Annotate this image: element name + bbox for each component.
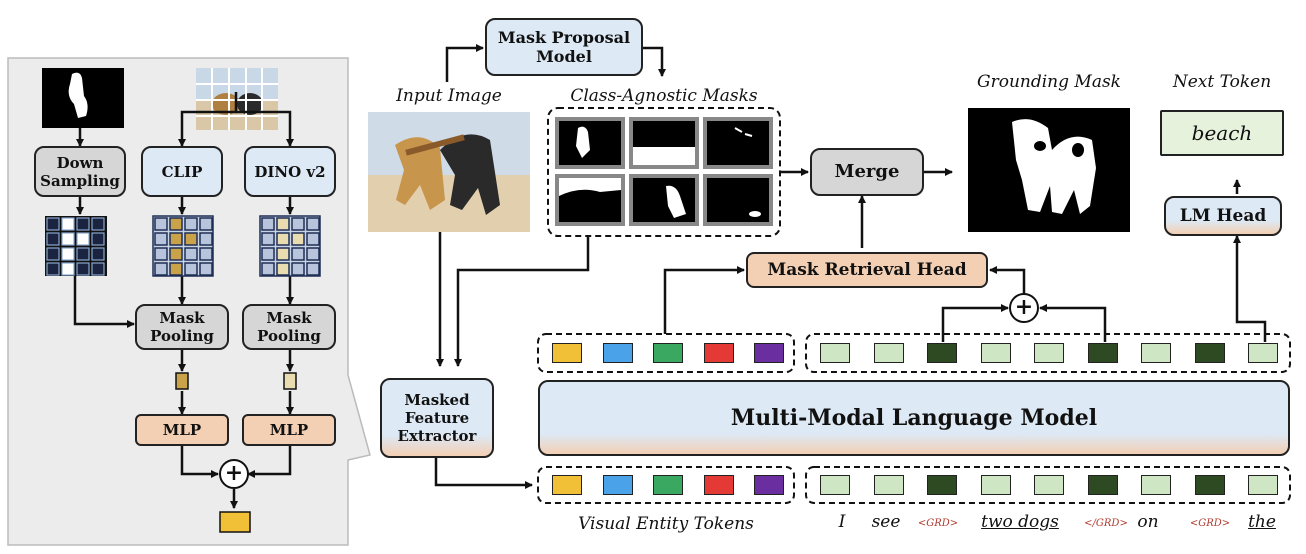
text-token-top-1 xyxy=(820,343,850,363)
mask-retrieval-head-box: Mask Retrieval Head xyxy=(746,252,988,288)
next-token-box: beach xyxy=(1160,110,1284,156)
sentence-token-2: see xyxy=(871,512,901,532)
sentence-token-5: </GRD> xyxy=(1084,518,1128,529)
pooled-feature-dino xyxy=(283,372,297,390)
text-token-bottom-9 xyxy=(1248,475,1278,495)
text-token-top-5 xyxy=(1034,343,1064,363)
entity-token-top-2 xyxy=(602,343,633,363)
plus-circle-left xyxy=(219,459,249,489)
text-token-top-3 xyxy=(927,343,957,363)
visual-entity-tokens-label: Visual Entity Tokens xyxy=(578,514,754,534)
entity-token-top-1 xyxy=(552,343,582,363)
input-image xyxy=(368,112,530,232)
dino-feature-grid xyxy=(259,215,321,277)
grounding-mask-image xyxy=(968,108,1130,232)
pooled-feature-clip xyxy=(175,372,189,390)
next-token-label: Next Token xyxy=(1172,72,1272,92)
text-token-bottom-1 xyxy=(820,475,850,495)
text-token-group-top xyxy=(805,333,1291,373)
left-panel-background xyxy=(7,57,371,546)
multi-modal-language-model-box: Multi-Modal Language Model xyxy=(538,380,1290,456)
sentence-token-4: two dogs xyxy=(981,512,1059,532)
mask-pooling-box-dino: Mask Pooling xyxy=(242,304,336,350)
sentence-token-1: I xyxy=(838,512,846,532)
text-token-top-6 xyxy=(1087,343,1118,363)
text-token-bottom-2 xyxy=(873,475,904,495)
text-token-top-8 xyxy=(1194,343,1225,363)
sentence-token-8: the xyxy=(1248,512,1276,532)
mlp-box-dino: MLP xyxy=(242,414,336,446)
mlp-box-clip: MLP xyxy=(135,414,229,446)
masked-feature-extractor-box: Masked Feature Extractor xyxy=(380,378,494,458)
class-agnostic-masks-group xyxy=(547,107,781,237)
dino-encoder-box: DINO v2 xyxy=(244,146,336,197)
entity-token-top-4 xyxy=(703,343,734,363)
entity-token-top-3 xyxy=(653,343,683,363)
mask-proposal-model-box: Mask Proposal Model xyxy=(485,18,643,76)
entity-token-bottom-3 xyxy=(653,475,683,495)
lm-head-box: LM Head xyxy=(1164,196,1282,236)
plus-circle-right xyxy=(1009,293,1039,323)
sentence-token-3: <GRD> xyxy=(917,518,959,529)
text-token-top-2 xyxy=(873,343,904,363)
text-token-bottom-3 xyxy=(927,475,957,495)
output-entity-token xyxy=(219,511,251,533)
clip-feature-grid xyxy=(152,215,214,277)
patch-image-thumbnail xyxy=(196,68,278,130)
text-token-group-bottom xyxy=(805,466,1291,504)
down-sampling-box: Down Sampling xyxy=(34,146,126,197)
input-image-label: Input Image xyxy=(396,86,502,106)
class-agnostic-masks-label: Class-Agnostic Masks xyxy=(570,86,758,106)
sentence-token-7: <GRD> xyxy=(1189,518,1231,529)
mask-thumbnails xyxy=(555,117,773,226)
sentence-token-6: on xyxy=(1137,512,1159,532)
text-token-top-9 xyxy=(1248,343,1278,363)
grounding-mask-label: Grounding Mask xyxy=(977,72,1121,92)
text-token-bottom-7 xyxy=(1141,475,1171,495)
mask-shape xyxy=(68,72,88,118)
entity-token-top-5 xyxy=(754,343,784,363)
text-token-bottom-6 xyxy=(1087,475,1118,495)
entity-token-group-top xyxy=(537,333,795,373)
plus-sign-left: + xyxy=(224,460,244,486)
text-token-top-7 xyxy=(1141,343,1171,363)
text-token-bottom-5 xyxy=(1034,475,1064,495)
clip-encoder-box: CLIP xyxy=(141,146,223,197)
entity-token-bottom-5 xyxy=(754,475,784,495)
text-token-bottom-8 xyxy=(1194,475,1225,495)
downsampled-mask-grid xyxy=(45,216,107,276)
text-token-bottom-4 xyxy=(980,475,1011,495)
entity-token-bottom-4 xyxy=(703,475,734,495)
merge-box: Merge xyxy=(810,148,924,196)
mask-pooling-box-clip: Mask Pooling xyxy=(135,304,229,350)
plus-sign-right: + xyxy=(1014,294,1034,320)
text-token-top-4 xyxy=(980,343,1011,363)
entity-token-bottom-2 xyxy=(602,475,633,495)
entity-token-bottom-1 xyxy=(552,475,582,495)
entity-token-group-bottom xyxy=(537,466,795,504)
